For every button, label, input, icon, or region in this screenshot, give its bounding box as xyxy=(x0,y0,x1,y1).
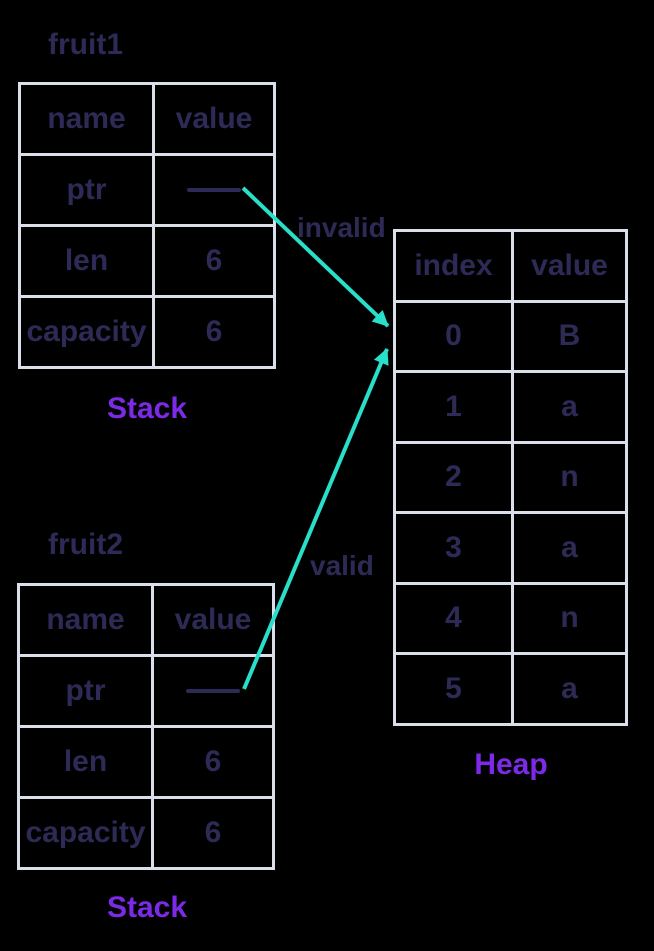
heap-row-1-index: 1 xyxy=(396,373,511,441)
fruit1-row-len-label: len xyxy=(21,227,152,295)
heap-row-1-value: a xyxy=(514,373,625,441)
fruit1-row-capacity-label: capacity xyxy=(21,298,152,366)
heap-caption: Heap xyxy=(474,748,548,781)
fruit1-stack-table: name value ptr len 6 capacity 6 xyxy=(18,82,276,369)
fruit2-row-ptr-label: ptr xyxy=(20,657,151,725)
fruit2-title: fruit2 xyxy=(48,528,123,561)
pointer-dash-icon xyxy=(186,689,240,693)
pointer-dash-icon xyxy=(187,188,241,192)
fruit1-header-name: name xyxy=(21,85,152,153)
fruit1-row-len-value: 6 xyxy=(155,227,273,295)
fruit2-header-value: value xyxy=(154,586,272,654)
fruit2-row-capacity-label: capacity xyxy=(20,799,151,867)
heap-row-3-value: a xyxy=(514,514,625,582)
heap-row-5-index: 5 xyxy=(396,655,511,723)
fruit1-title: fruit1 xyxy=(48,28,123,61)
fruit2-row-len-value: 6 xyxy=(154,728,272,796)
heap-header-value: value xyxy=(514,232,625,300)
fruit1-row-capacity-value: 6 xyxy=(155,298,273,366)
fruit2-row-len-label: len xyxy=(20,728,151,796)
valid-arrow-label: valid xyxy=(310,550,374,581)
fruit2-stack-table: name value ptr len 6 capacity 6 xyxy=(17,583,275,870)
fruit2-row-ptr-value xyxy=(154,657,272,725)
heap-row-3-index: 3 xyxy=(396,514,511,582)
heap-row-2-value: n xyxy=(514,443,625,511)
heap-row-0-index: 0 xyxy=(396,302,511,370)
fruit1-row-ptr-label: ptr xyxy=(21,156,152,224)
fruit1-row-ptr-value xyxy=(155,156,273,224)
heap-header-index: index xyxy=(396,232,511,300)
fruit1-header-value: value xyxy=(155,85,273,153)
invalid-arrow-label: invalid xyxy=(297,212,386,243)
heap-table: index value 0 B 1 a 2 n 3 a 4 n 5 a xyxy=(393,229,628,726)
heap-row-4-index: 4 xyxy=(396,584,511,652)
fruit2-row-capacity-value: 6 xyxy=(154,799,272,867)
heap-row-2-index: 2 xyxy=(396,443,511,511)
heap-row-5-value: a xyxy=(514,655,625,723)
heap-row-4-value: n xyxy=(514,584,625,652)
stack2-caption: Stack xyxy=(106,891,188,924)
stack1-caption: Stack xyxy=(106,392,188,425)
heap-row-0-value: B xyxy=(514,302,625,370)
fruit2-header-name: name xyxy=(20,586,151,654)
